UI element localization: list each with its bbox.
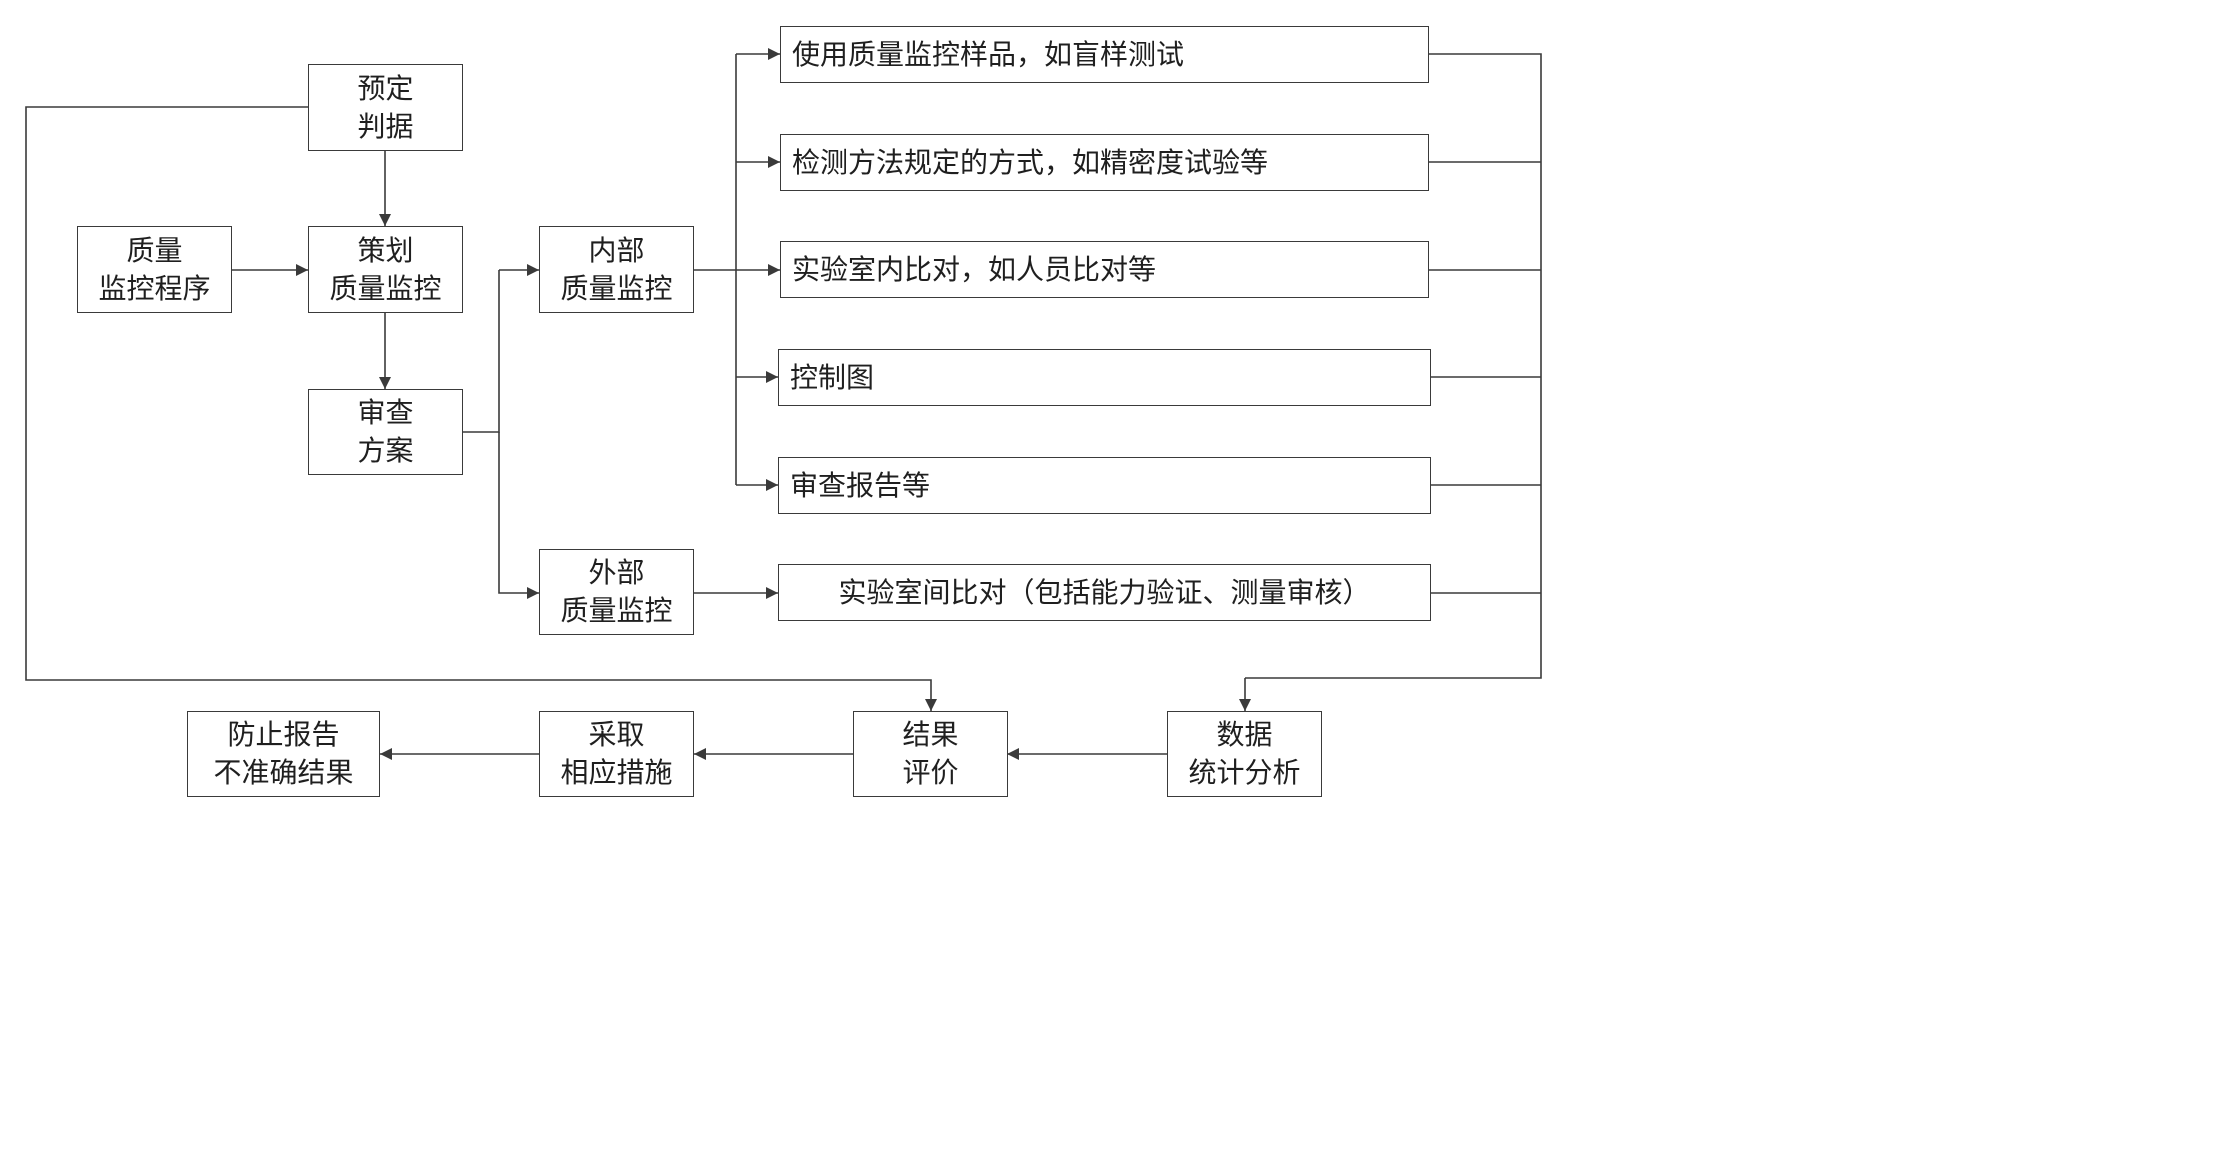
node-label-line: 策划 <box>357 233 414 267</box>
node-label-line: 方案 <box>357 434 414 467</box>
arrow-criteria-feedback <box>25 106 937 711</box>
node-internal-method-1: 使用质量监控样品，如盲样测试 <box>780 26 1429 83</box>
arrow-to-external <box>498 432 539 599</box>
node-label-line: 相应措施 <box>560 756 673 789</box>
node-label-line: 结果 <box>902 718 959 751</box>
node-label-line: 监控程序 <box>98 271 211 305</box>
node-internal-method-2: 检测方法规定的方式，如精密度试验等 <box>780 134 1429 191</box>
node-label-line: 数据 <box>1216 718 1273 751</box>
quality-monitoring-flowchart: 预定 判据 质量 监控程序 策划 质量监控 审查 方案 内部 质量监控 外部 质… <box>0 0 1562 822</box>
node-label-line: 采取 <box>588 718 645 751</box>
node-internal-method-4: 控制图 <box>778 349 1431 406</box>
node-internal-quality-monitoring: 内部 质量监控 <box>539 226 694 313</box>
node-label-line: 不准确结果 <box>213 756 354 789</box>
line-review-branch <box>462 270 500 433</box>
node-label-line: 质量 <box>126 233 183 267</box>
node-label: 实验室内比对，如人员比对等 <box>792 252 1157 286</box>
node-plan-quality-monitoring: 策划 质量监控 <box>308 226 463 313</box>
node-label-line: 质量监控 <box>329 271 442 305</box>
node-data-statistical-analysis: 数据 统计分析 <box>1167 711 1322 797</box>
node-prevent-inaccurate-reports: 防止报告 不准确结果 <box>187 711 380 797</box>
node-label-line: 外部 <box>588 556 645 589</box>
node-internal-method-3: 实验室内比对，如人员比对等 <box>780 241 1429 298</box>
node-result-evaluation: 结果 评价 <box>853 711 1008 797</box>
connector-lines <box>25 48 1542 760</box>
node-label: 审查报告等 <box>790 468 931 502</box>
node-quality-monitoring-procedure: 质量 监控程序 <box>77 226 232 313</box>
node-label-line: 质量监控 <box>560 594 673 627</box>
line-right-bus <box>1245 53 1542 679</box>
node-label: 实验室间比对（包括能力验证、测量审核） <box>838 575 1371 609</box>
node-label: 控制图 <box>790 360 875 394</box>
node-label: 检测方法规定的方式，如精密度试验等 <box>792 145 1269 179</box>
node-take-corrective-measures: 采取 相应措施 <box>539 711 694 797</box>
node-internal-method-5: 审查报告等 <box>778 457 1431 514</box>
node-label-line: 防止报告 <box>227 718 340 751</box>
node-label-line: 统计分析 <box>1188 756 1301 789</box>
node-label-line: 审查 <box>357 396 414 429</box>
node-label-line: 判据 <box>357 109 414 143</box>
node-label-line: 评价 <box>902 756 959 789</box>
node-review-plan: 审查 方案 <box>308 389 463 475</box>
node-label-line: 质量监控 <box>560 271 673 305</box>
node-label-line: 预定 <box>357 71 414 105</box>
node-label-line: 内部 <box>588 233 645 267</box>
node-predetermined-criteria: 预定 判据 <box>308 64 463 151</box>
node-external-quality-monitoring: 外部 质量监控 <box>539 549 694 635</box>
node-label: 使用质量监控样品，如盲样测试 <box>792 37 1185 71</box>
node-external-method-1: 实验室间比对（包括能力验证、测量审核） <box>778 564 1431 621</box>
